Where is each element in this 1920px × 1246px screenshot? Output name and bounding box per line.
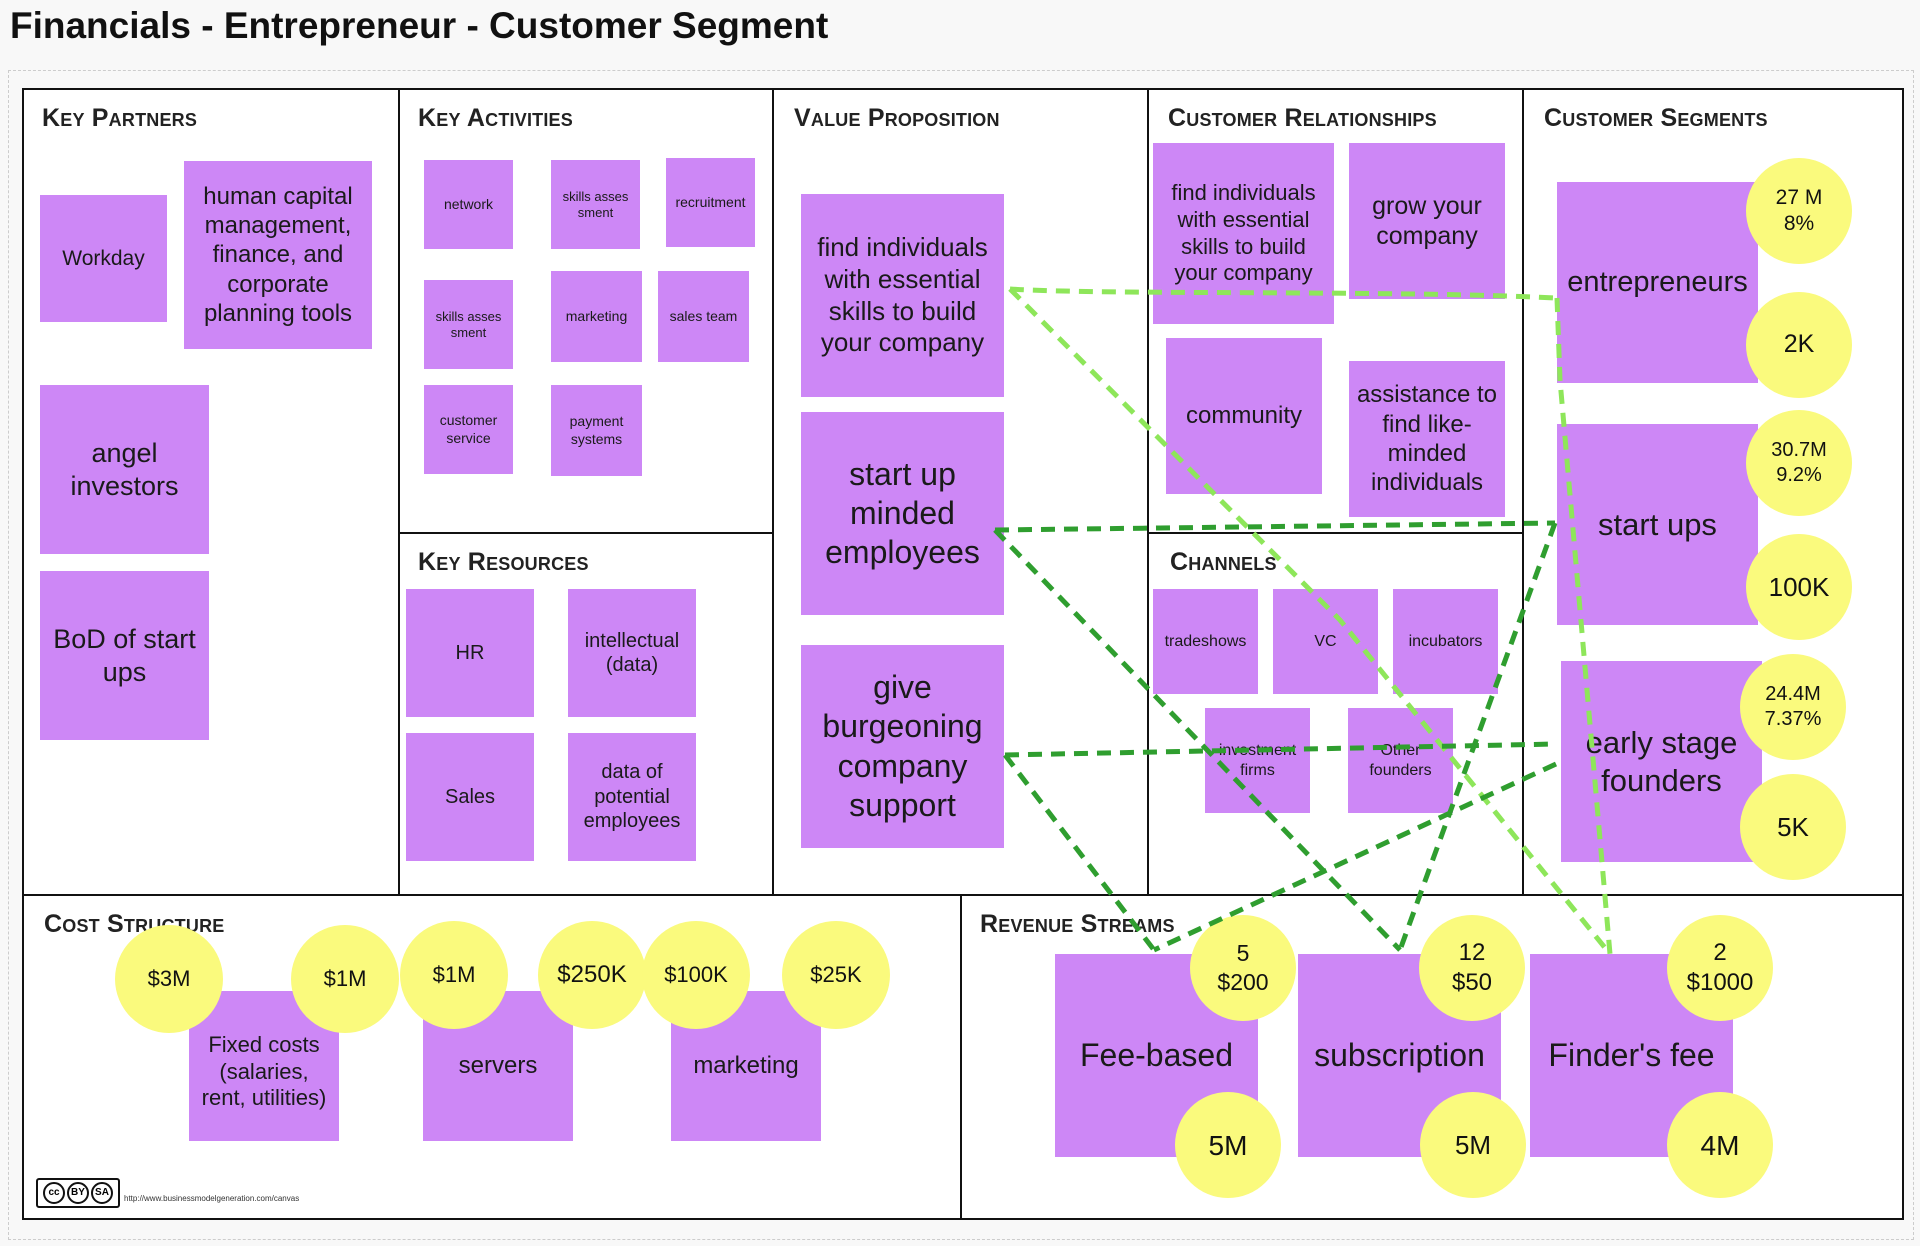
divider [772,88,774,896]
segment-sticky[interactable]: start ups [1557,424,1758,625]
segment-target-badge: 100K [1746,534,1852,640]
divider [398,532,774,534]
connector-line-light [1554,297,1613,955]
segment-target-badge: 5K [1740,774,1846,880]
sticky-note[interactable]: find individuals with essential skills t… [801,194,1004,397]
sticky-note[interactable]: recruitment [666,158,755,247]
sticky-note[interactable]: investment firms [1205,708,1310,813]
license-badge: cc BY SA [36,1178,120,1208]
page-title: Financials - Entrepreneur - Customer Seg… [10,5,829,46]
divider [1147,88,1149,896]
segment-target-badge: 2K [1746,292,1852,398]
sticky-note[interactable]: payment systems [551,385,642,476]
cost-badge: $25K [782,921,890,1029]
by-icon: BY [67,1182,89,1204]
connector-line-dark [1152,761,1558,953]
channels-title: Channels [1170,548,1277,576]
revenue-total-badge: 4M [1667,1092,1773,1198]
customer-segments-title: Customer Segments [1544,104,1768,132]
cost-badge: $3M [115,925,223,1033]
divider [1147,532,1524,534]
segment-sticky[interactable]: entrepreneurs [1557,182,1758,383]
sticky-note[interactable]: tradeshows [1153,589,1258,694]
segment-market-size-badge: 30.7M 9.2% [1746,410,1852,516]
sticky-note[interactable]: data of potential employees [568,733,696,861]
sticky-note[interactable]: grow your company [1349,143,1505,299]
connector-line-light [1008,287,1612,956]
sticky-note[interactable]: incubators [1393,589,1498,694]
canvas-frame [8,70,1914,1240]
divider [960,894,962,1218]
connector-line-dark [1003,753,1156,952]
cost-badge: $1M [400,921,508,1029]
sticky-note[interactable]: Workday [40,195,167,322]
sticky-note[interactable]: sales team [658,271,749,362]
revenue-terms-badge: 5 $200 [1190,915,1296,1021]
cost-badge: $250K [538,921,646,1029]
sticky-note[interactable]: intellectual (data) [568,589,696,717]
divider [398,88,400,896]
connector-line-dark [993,528,1402,952]
customer-relationships-title: Customer Relationships [1168,104,1437,132]
revenue-terms-badge: 2 $1000 [1667,915,1773,1021]
revenue-total-badge: 5M [1175,1092,1281,1198]
cc-icon: cc [43,1182,65,1204]
key-partners-title: Key Partners [42,104,198,132]
sticky-note[interactable]: Other founders [1348,708,1453,813]
segment-market-size-badge: 27 M 8% [1746,158,1852,264]
key-resources-title: Key Resources [418,548,589,576]
sa-icon: SA [91,1182,113,1204]
sticky-note[interactable]: skills assessment [424,280,513,369]
cost-sticky[interactable]: Fixed costs (salaries, rent, utilities) [189,991,339,1141]
sticky-note[interactable]: HR [406,589,534,717]
sticky-note[interactable]: start up minded employees [801,412,1004,615]
sticky-note[interactable]: give burgeoning company support [801,645,1004,848]
connector-line-light [1009,286,1556,301]
cost-badge: $1M [291,925,399,1033]
revenue-total-badge: 5M [1420,1092,1526,1198]
divider [22,894,1902,896]
sticky-note[interactable]: BoD of start ups [40,571,209,740]
sticky-note[interactable]: find individuals with essential skills t… [1153,143,1334,324]
connector-line-dark [1397,522,1558,951]
cost-badge: $100K [642,921,750,1029]
segment-market-size-badge: 24.4M 7.37% [1740,654,1846,760]
revenue-terms-badge: 12 $50 [1419,915,1525,1021]
sticky-note[interactable]: customer service [424,385,513,474]
sticky-note[interactable]: skills assessment [551,160,640,249]
sticky-note[interactable]: Sales [406,733,534,861]
sticky-note[interactable]: human capital management, finance, and c… [184,161,372,349]
divider [1522,88,1524,896]
revenue-streams-title: Revenue Streams [980,910,1175,938]
sticky-note[interactable]: marketing [551,271,642,362]
sticky-note[interactable]: assistance to find like-minded individua… [1349,361,1505,517]
sticky-note[interactable]: network [424,160,513,249]
value-proposition-title: Value Proposition [794,104,1000,132]
license-url[interactable]: http://www.businessmodelgeneration.com/c… [124,1194,300,1203]
sticky-note[interactable]: community [1166,338,1322,494]
key-activities-title: Key Activities [418,104,573,132]
sticky-note[interactable]: angel investors [40,385,209,554]
connector-line-dark [994,520,1556,533]
